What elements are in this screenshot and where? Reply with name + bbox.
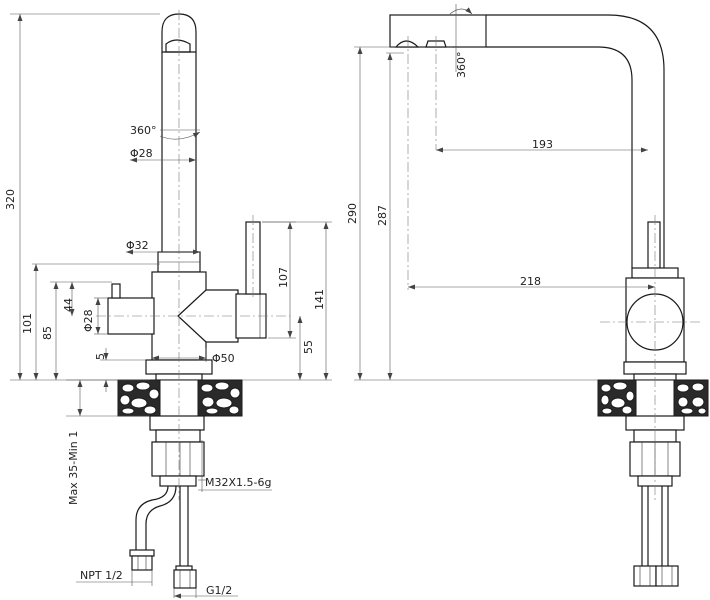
g12-fitting <box>173 569 197 589</box>
label-phi28-housing: Φ28 <box>82 309 95 332</box>
label-dim-101: 101 <box>21 313 34 334</box>
label-dim-44: 44 <box>62 298 75 312</box>
label-dim-193: 193 <box>532 138 553 151</box>
spout-inner <box>486 46 633 268</box>
label-phi32: Φ32 <box>126 239 149 252</box>
label-dim-320: 320 <box>4 189 17 210</box>
label-dim-141: 141 <box>313 289 326 310</box>
label-thread: M32X1.5-6g <box>205 476 271 489</box>
fixing-plate <box>149 415 205 431</box>
label-phi50: Φ50 <box>212 352 235 365</box>
label-rotation-right: 360° <box>455 52 468 79</box>
spout-outer <box>486 14 665 268</box>
front-view: 360° Φ28 Φ32 320 101 85 44 Φ28 5 <box>4 10 332 599</box>
label-g12: G1/2 <box>206 584 232 597</box>
label-phi28-spout: Φ28 <box>130 147 153 160</box>
label-deck-thickness: Max 35-Min 1 <box>67 431 80 505</box>
left-button <box>111 283 121 299</box>
spout-outlet <box>165 39 191 53</box>
side-view: 360° 290 287 193 218 <box>346 4 709 587</box>
label-dim-287: 287 <box>376 205 389 226</box>
side-stone-texture <box>600 381 707 415</box>
cold-hose <box>135 485 169 550</box>
label-dim-55: 55 <box>302 340 315 354</box>
label-dim-218: 218 <box>520 275 541 288</box>
label-dim-107: 107 <box>277 267 290 288</box>
label-dim-5: 5 <box>94 353 107 360</box>
stone-texture <box>119 381 241 415</box>
side-fitting-left <box>633 565 657 587</box>
label-dim-290: 290 <box>346 203 359 224</box>
npt-fitting <box>131 555 153 571</box>
label-npt: NPT 1/2 <box>80 569 123 582</box>
fixing-nut <box>151 441 205 477</box>
label-rotation-left: 360° <box>130 124 157 137</box>
side-fitting-right <box>655 565 679 587</box>
label-dim-85: 85 <box>41 326 54 340</box>
